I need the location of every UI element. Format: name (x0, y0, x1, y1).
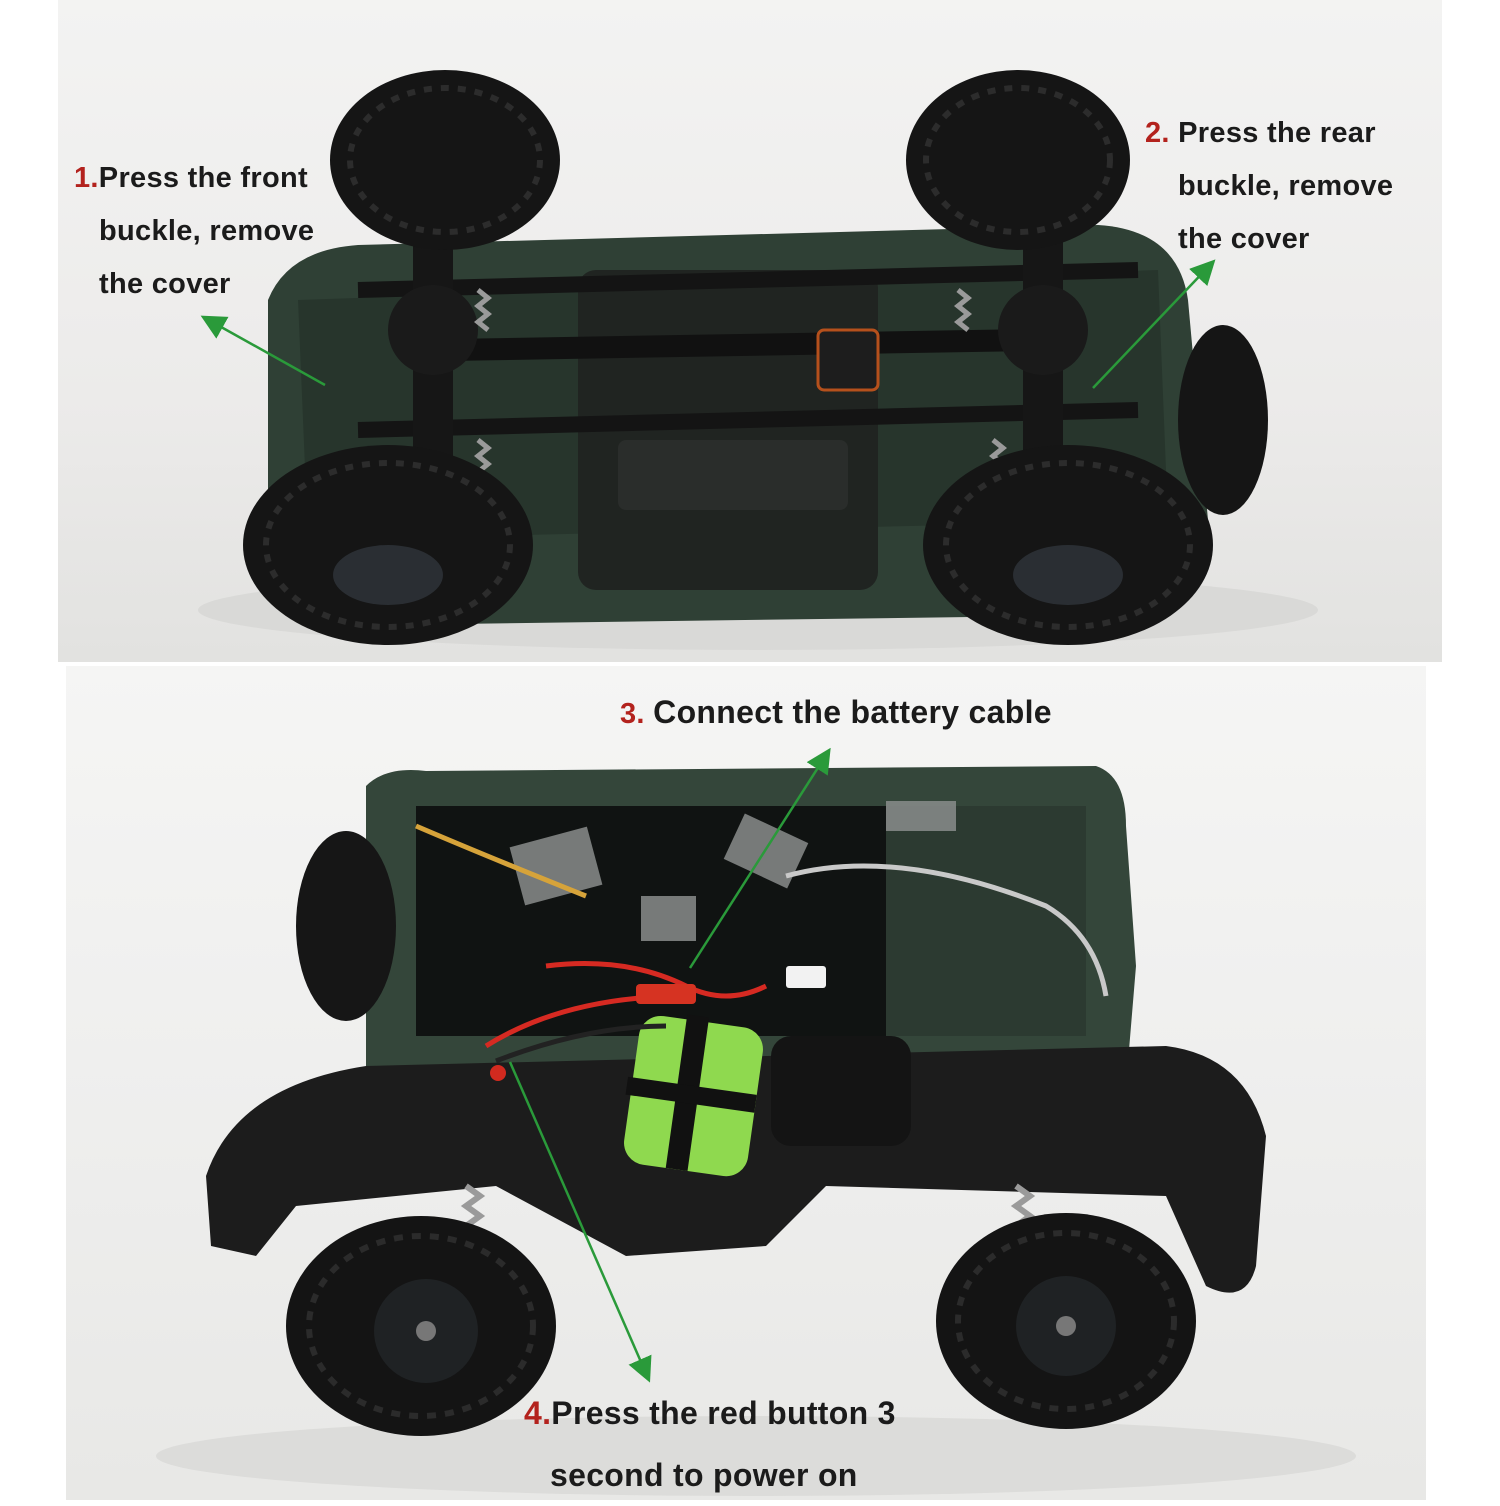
step-1-line-3: the cover (99, 268, 231, 300)
step-2-line-1: Press the rear (1178, 117, 1376, 149)
battery-pack (624, 1014, 763, 1177)
step-2-line-2: buckle, remove (1178, 170, 1394, 202)
step-4-label: 4.Press the red button 3 second to power… (524, 1382, 896, 1506)
step-3-label: 3. Connect the battery cable (620, 686, 1052, 741)
step-1-label: 1.Press the front buckle, remove the cov… (74, 152, 314, 311)
rc-car-battery-bay-photo (156, 766, 1356, 1496)
step-1-line-1: Press the front (98, 162, 308, 194)
step-3-line-1: Connect the battery cable (653, 694, 1052, 730)
step-1-line-2: buckle, remove (99, 215, 315, 247)
step-4-line-2: second to power on (550, 1457, 858, 1493)
rc-car-underside-photo (198, 70, 1318, 650)
photo-car-underside (58, 0, 1442, 662)
step-3-number: 3. (620, 698, 645, 730)
step-1-number: 1. (74, 162, 99, 194)
step-2-line-3: the cover (1178, 223, 1310, 255)
step-4-line-1: Press the red button 3 (551, 1395, 896, 1431)
step-4-number: 4. (524, 1395, 552, 1431)
step-2-label: 2. Press the rear buckle, remove the cov… (1145, 107, 1393, 266)
step-2-number: 2. (1145, 117, 1170, 149)
photo-battery-bay (66, 666, 1426, 1500)
